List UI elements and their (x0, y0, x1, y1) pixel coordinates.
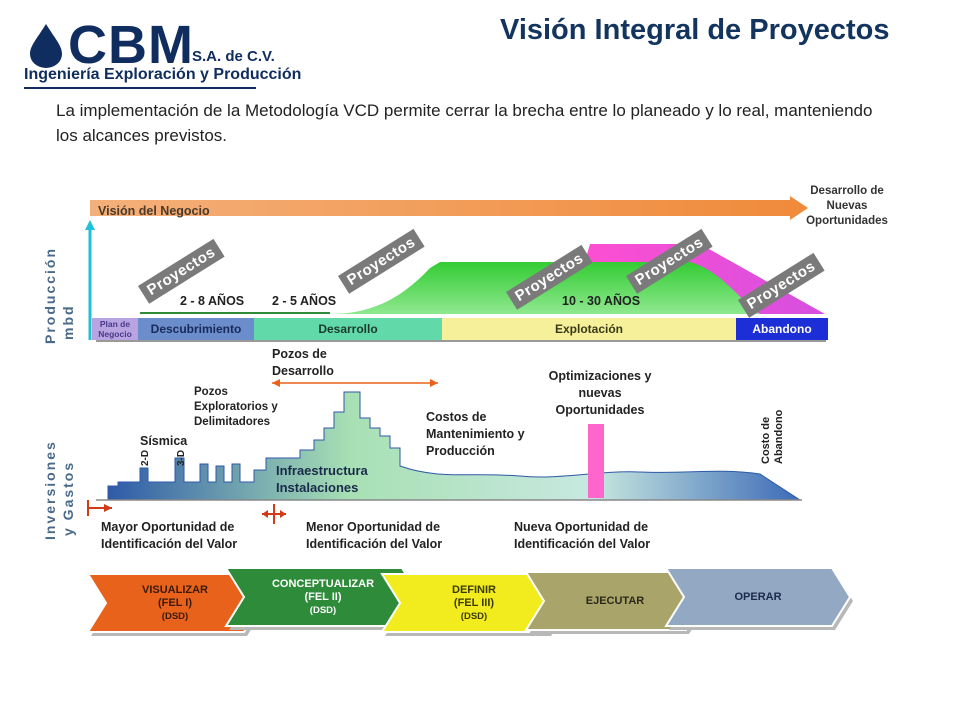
stage-label: OPERAR (684, 574, 832, 620)
menor-oportunidad-label: Menor Oportunidad de Identificación del … (306, 520, 443, 551)
intro-text: La implementación de la Metodología VCD … (56, 101, 873, 145)
optimizaciones-label: Optimizaciones y nuevas Oportunidades (548, 369, 652, 417)
stage-label: CONCEPTUALIZAR(FEL II)(DSD) (244, 574, 402, 620)
phase-label: Descubrimiento (150, 322, 242, 336)
duration-label: 2 - 8 AÑOS (180, 294, 245, 308)
phase-explotacion (442, 318, 736, 340)
stage-note: (DSD) (161, 610, 189, 622)
stage-label: VISUALIZAR(FEL I)(DSD) (106, 580, 244, 626)
phase-label: Explotación (554, 322, 623, 336)
stage-note: (DSD) (309, 604, 337, 616)
stage-name: DEFINIR (452, 583, 496, 596)
phase-abandono (736, 318, 828, 340)
stage-note: (DSD) (460, 610, 488, 622)
page-title: Visión Integral de Proyectos (500, 14, 890, 46)
pozos-exploratorios-label: Pozos Exploratorios y Delimitadores (194, 386, 278, 428)
investment-profile (107, 391, 802, 501)
vision-arrow (90, 196, 808, 220)
stage-sub: (FEL I) (157, 596, 192, 609)
logo-drop-icon (30, 24, 62, 68)
stage-sub: (FEL II) (304, 590, 342, 603)
pozos-desarrollo-label: Pozos de Desarrollo (272, 347, 334, 378)
phase-label: Plan de Negocio (98, 319, 132, 339)
phase-plan-negocio (92, 318, 138, 340)
phase-label: Abandono (752, 322, 812, 336)
phase-descubrimiento (138, 318, 254, 340)
production-curve (140, 262, 760, 314)
stage-name: OPERAR (734, 590, 782, 603)
infraestructura-label: Infraestructura Instalaciones (276, 463, 368, 495)
logo-suffix: S.A. de C.V. (192, 48, 275, 65)
stage-name: CONCEPTUALIZAR (271, 577, 375, 590)
stage-name: EJECUTAR (585, 594, 645, 607)
stage-sub: (FEL III) (453, 596, 495, 609)
stage-chevron (664, 567, 852, 627)
duration-label: 2 - 5 AÑOS (272, 294, 337, 308)
vision-arrow-label: Visión del Negocio (98, 204, 210, 218)
nueva-oportunidad-label: Nueva Oportunidad de Identificación del … (514, 520, 651, 551)
costos-label: Costos de Mantenimiento y Producción (426, 410, 525, 458)
stage-name: VISUALIZAR (142, 583, 208, 596)
stage-label: DEFINIR(FEL III)(DSD) (400, 580, 548, 626)
mayor-oportunidad-label: Mayor Oportunidad de Identificación del … (101, 520, 238, 551)
sismica-label: Sísmica (140, 434, 188, 448)
logo-name: CBM (68, 15, 194, 75)
optimization-bar (588, 424, 604, 498)
phase-label: Desarrollo (318, 322, 378, 336)
duration-label: 10 - 30 AÑOS (562, 294, 641, 308)
logo-underline (24, 87, 256, 89)
future-label: Desarrollo de Nuevas Oportunidades (806, 185, 888, 227)
phase-desarrollo (254, 318, 442, 340)
logo-subtitle: Ingeniería Exploración y Producción (24, 66, 302, 83)
stage-label: EJECUTAR (544, 578, 686, 624)
